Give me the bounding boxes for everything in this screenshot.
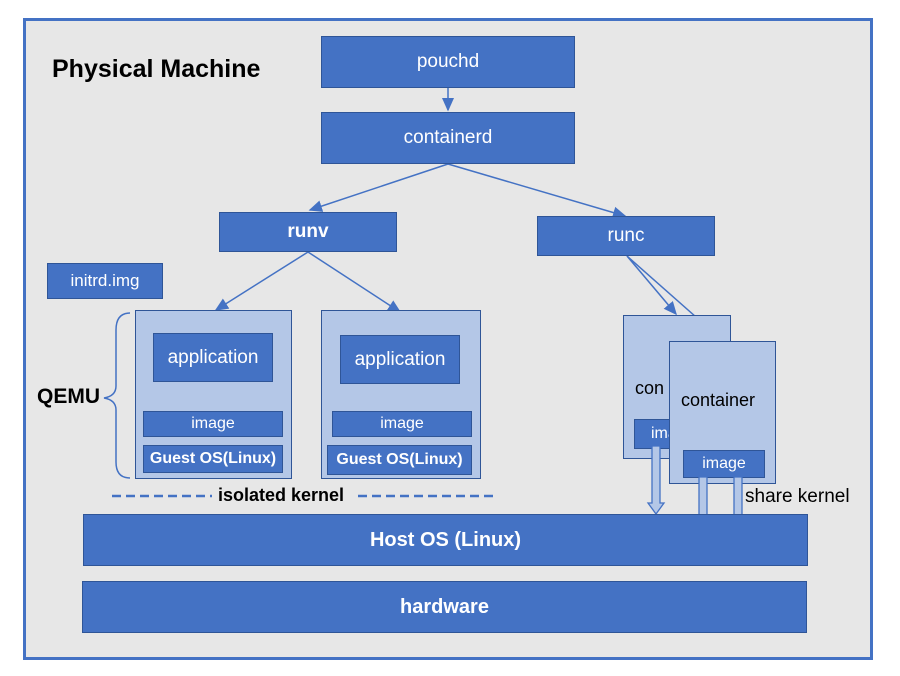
diagram-title: Physical Machine xyxy=(52,55,261,83)
pouchd-box: pouchd xyxy=(321,36,575,88)
vm-2-image: image xyxy=(332,411,472,437)
vm-1: application image Guest OS(Linux) xyxy=(135,310,292,479)
qemu-brace xyxy=(103,312,131,479)
arrow-runc-container1 xyxy=(626,255,677,316)
hardware-bar: hardware xyxy=(82,581,807,633)
container-front: container image xyxy=(669,341,776,484)
container-front-image: image xyxy=(683,450,765,478)
arrow-runv-vm2 xyxy=(307,251,402,313)
share-kernel-label: share kernel xyxy=(745,486,850,507)
container-back-label: con xyxy=(635,378,665,398)
vm-2: application image Guest OS(Linux) xyxy=(321,310,481,479)
arrow-containerd-runv xyxy=(308,163,449,212)
runv-box: runv xyxy=(219,212,397,252)
vm-1-guest-os: Guest OS(Linux) xyxy=(143,445,283,473)
arrow-runv-vm1 xyxy=(214,251,309,311)
isolated-kernel-label: isolated kernel xyxy=(218,485,345,505)
container-front-label: container xyxy=(681,390,756,410)
host-os-bar: Host OS (Linux) xyxy=(83,514,808,566)
vm-2-application: application xyxy=(340,335,460,384)
vm-1-application: application xyxy=(153,333,273,382)
runc-box: runc xyxy=(537,216,715,256)
initrd-box: initrd.img xyxy=(47,263,163,299)
vm-2-guest-os: Guest OS(Linux) xyxy=(327,445,472,475)
arrow-containerd-runc xyxy=(447,163,627,219)
qemu-label: QEMU xyxy=(37,385,100,408)
share-arrow-1 xyxy=(646,445,666,516)
containerd-box: containerd xyxy=(321,112,575,164)
vm-1-image: image xyxy=(143,411,283,437)
